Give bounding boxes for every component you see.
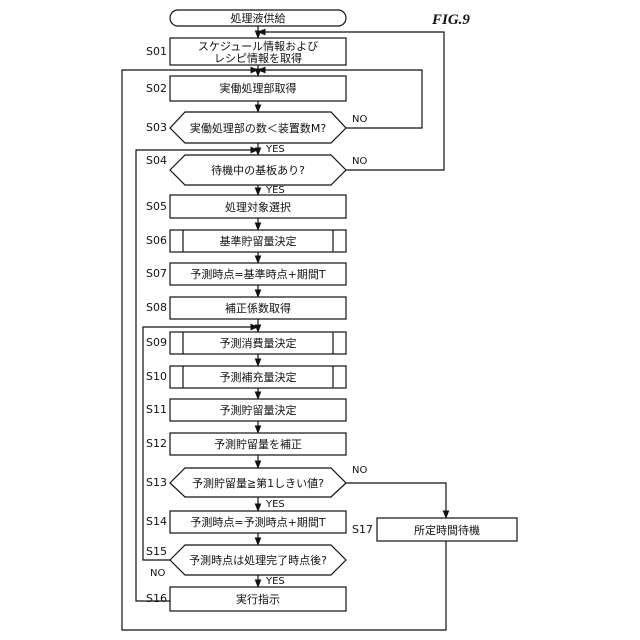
step-label-s13: S13 — [146, 476, 167, 489]
node-s12-text: 予測貯留量を補正 — [214, 437, 302, 451]
node-s09-text: 予測消費量決定 — [220, 336, 297, 350]
node-start-text: 処理液供給 — [231, 11, 286, 25]
step-label-s08: S08 — [146, 301, 167, 314]
step-label-s12: S12 — [146, 437, 167, 450]
node-s15-text: 予測時点は処理完了時点後? — [189, 553, 327, 567]
branch-s13-no: NO — [352, 465, 367, 476]
branch-s15-no: NO — [150, 568, 165, 579]
step-label-s01: S01 — [146, 45, 167, 58]
figure-title: FIG.9 — [431, 12, 470, 28]
node-s11-text: 予測貯留量決定 — [220, 403, 297, 417]
branch-s03-yes: YES — [265, 144, 285, 155]
node-s10-text: 予測補充量決定 — [220, 370, 297, 384]
node-s02-text: 実働処理部取得 — [220, 81, 297, 95]
step-label-s06: S06 — [146, 234, 167, 247]
step-label-s04: S04 — [146, 154, 167, 167]
step-label-s11: S11 — [146, 403, 167, 416]
branch-s04-yes: YES — [265, 185, 285, 196]
node-s07-text: 予測時点=基準時点+期間T — [190, 267, 325, 281]
step-label-s05: S05 — [146, 200, 167, 213]
step-label-s03: S03 — [146, 121, 167, 134]
step-label-s16: S16 — [146, 592, 167, 605]
branch-s13-yes: YES — [265, 499, 285, 510]
step-label-s17: S17 — [352, 523, 373, 536]
node-s05-text: 処理対象選択 — [225, 200, 291, 214]
step-label-s09: S09 — [146, 336, 167, 349]
step-label-s02: S02 — [146, 82, 167, 95]
node-s17-text: 所定時間待機 — [414, 523, 480, 537]
node-s16-text: 実行指示 — [236, 592, 280, 606]
node-s13-text: 予測貯留量≧第1しきい値? — [192, 476, 324, 490]
node-s14-text: 予測時点=予測時点+期間T — [190, 515, 325, 529]
branch-s15-yes: YES — [265, 576, 285, 587]
step-label-s14: S14 — [146, 515, 167, 528]
branch-s04-no: NO — [352, 156, 367, 167]
step-label-s10: S10 — [146, 370, 167, 383]
node-s08-text: 補正係数取得 — [225, 302, 291, 315]
node-s01-text-2: レシピ情報を取得 — [214, 52, 302, 65]
step-label-s15: S15 — [146, 545, 167, 558]
node-s06-text: 基準貯留量決定 — [220, 234, 297, 248]
node-s03-text: 実働処理部の数＜装置数M? — [190, 121, 326, 135]
node-s04-text: 待機中の基板あり? — [211, 163, 305, 177]
step-label-s07: S07 — [146, 267, 167, 280]
branch-s03-no: NO — [352, 114, 367, 125]
arrow-s13-no-s17 — [346, 483, 446, 518]
